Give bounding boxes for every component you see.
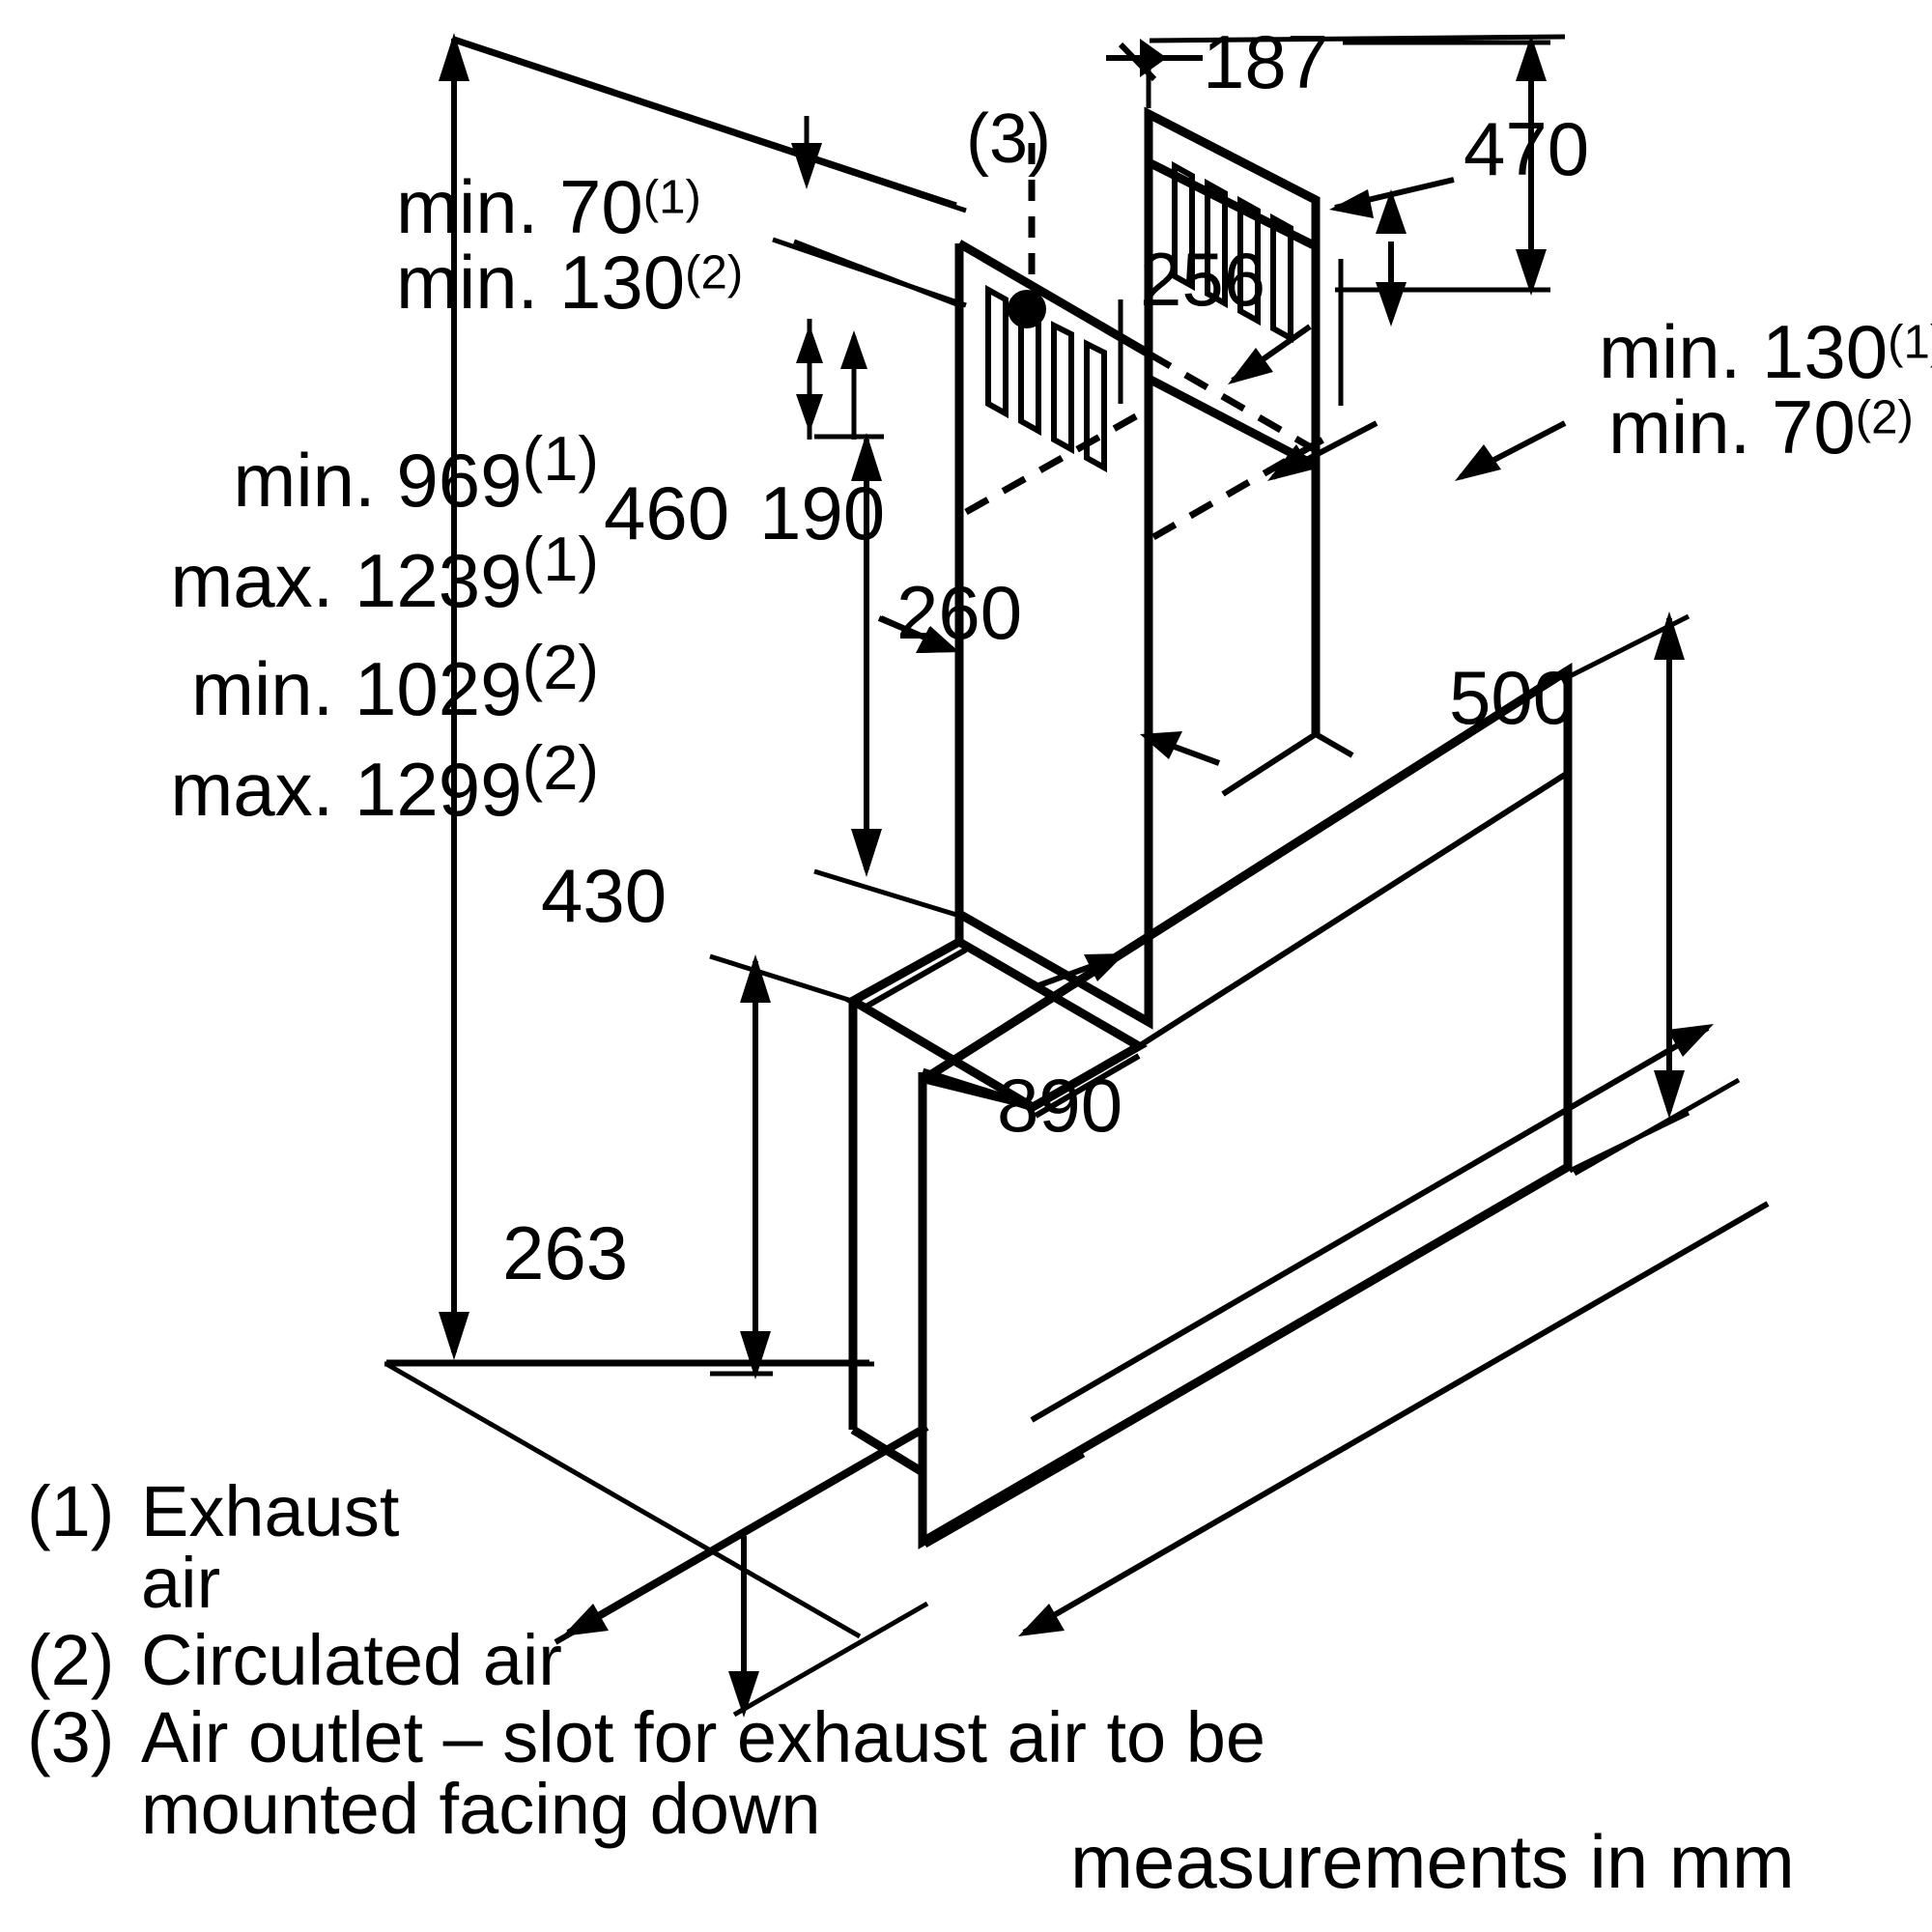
hidden-construction-lines — [964, 350, 1330, 541]
annotation-max-1239-text: max. 1239 — [170, 538, 523, 623]
annotation-min-969: min. 969(1) — [97, 427, 599, 518]
legend-text-1: Exhaust air — [141, 1476, 399, 1619]
annotation-install-height-circulated: min. 1029(2) max. 1299(2) — [97, 636, 599, 837]
dim-label-430: 430 — [541, 853, 668, 938]
annotation-max-1239-sup: (1) — [522, 524, 599, 594]
annotation-right-min-70-sup: (2) — [1855, 391, 1914, 444]
legend-text-2: Circulated air — [141, 1625, 562, 1696]
legend-text-3-line1: Air outlet – slot for exhaust air to be — [141, 1697, 1266, 1777]
dim-label-260: 260 — [896, 570, 1023, 655]
chimney-lower-section — [954, 240, 1153, 1030]
dim-top-gap-arrows — [772, 116, 967, 308]
annotation-min-130-sup: (2) — [685, 246, 744, 299]
dim-label-500: 500 — [1449, 655, 1576, 740]
legend-text-3-line2: mounted facing down — [141, 1769, 821, 1849]
dim-label-190: 190 — [759, 470, 886, 555]
legend-text-1-line1: Exhaust — [141, 1471, 400, 1551]
rear-rail-2 — [1221, 731, 1318, 797]
annotation-min-70-sup: (1) — [642, 171, 701, 224]
annotation-right-min-130-sup: (1) — [1888, 316, 1932, 369]
annotation-min-969-sup: (1) — [522, 423, 599, 494]
dim-label-470: 470 — [1463, 106, 1590, 191]
legend-text-2-line1: Circulated air — [141, 1620, 562, 1700]
dim-256 — [1118, 189, 1406, 406]
annotation-max-1239: max. 1239(1) — [97, 527, 599, 618]
aux-line-1 — [793, 239, 960, 308]
air-outlet-marker — [1008, 290, 1046, 328]
dim-500 — [1568, 611, 1690, 1174]
legend-text-3: Air outlet – slot for exhaust air to be … — [141, 1702, 1265, 1845]
annotation-min-1029-text: min. 1029 — [191, 646, 523, 731]
legend-text-1-line2: air — [141, 1543, 221, 1623]
annotation-min-969-text: min. 969 — [233, 438, 523, 523]
annotation-min-1029: min. 1029(2) — [97, 636, 599, 726]
annotation-min-130-circ: min. 130(2) — [396, 244, 743, 320]
callout-3-label: (3) — [966, 100, 1051, 178]
legend-block: (1) Exhaust air (2) Circulated air (3) A… — [27, 1476, 1265, 1849]
annotation-install-height-exhaust: min. 969(1) max. 1239(1) — [97, 427, 599, 628]
annotation-right-min-130: min. 130(1) — [1599, 314, 1932, 389]
legend-key-1-text: (1) — [27, 1471, 115, 1551]
legend-item-2: (2) Circulated air — [27, 1625, 1186, 1696]
dim-right-gap-leaders — [1267, 420, 1567, 481]
dim-260 — [1032, 731, 1221, 990]
dim-470 — [1335, 35, 1550, 296]
dim-label-256: 256 — [1140, 237, 1266, 322]
dim-890 — [923, 1024, 1770, 1636]
units-note: measurements in mm — [1070, 1819, 1795, 1904]
dim-label-187: 187 — [1203, 19, 1329, 104]
dim-label-263: 263 — [502, 1210, 629, 1295]
legend-key-3: (3) — [27, 1702, 141, 1774]
chimney-top-section — [1144, 106, 1321, 734]
annotation-max-1299: max. 1299(2) — [97, 736, 599, 827]
dim-187 — [1106, 39, 1203, 108]
dim-190 — [877, 615, 959, 653]
legend-key-2: (2) — [27, 1625, 141, 1696]
dim-430 — [709, 953, 859, 1379]
dim-label-460: 460 — [604, 470, 730, 555]
annotation-min-130-text: min. 130 — [396, 240, 686, 325]
dim-label-890: 890 — [997, 1063, 1123, 1148]
annotation-right-min-70-text: min. 70 — [1608, 384, 1856, 469]
annotation-min-70-text: min. 70 — [396, 164, 643, 249]
rear-rail — [1314, 731, 1354, 758]
annotation-max-1299-sup: (2) — [522, 732, 599, 803]
annotation-min-70-exhaust: min. 70(1) — [396, 169, 701, 244]
legend-item-3: (3) Air outlet – slot for exhaust air to… — [27, 1702, 1265, 1845]
dim-extension-top-left — [796, 319, 867, 440]
dim-bottom-left-rail — [384, 1361, 929, 1645]
glass-front-panel — [918, 662, 1573, 1549]
dim-470-leader — [1329, 177, 1455, 218]
hood-body — [843, 936, 1149, 1476]
legend-item-1: (1) Exhaust air — [27, 1476, 1186, 1619]
annotation-min-1029-sup: (2) — [522, 632, 599, 702]
legend-key-3-text: (3) — [27, 1697, 115, 1777]
annotation-right-min-70: min. 70(2) — [1608, 389, 1914, 465]
legend-key-2-text: (2) — [27, 1620, 115, 1700]
annotation-max-1299-text: max. 1299 — [170, 747, 523, 832]
dim-top-left-rail — [453, 34, 1566, 213]
legend-key-1: (1) — [27, 1476, 141, 1548]
annotation-right-min-130-text: min. 130 — [1599, 309, 1889, 394]
